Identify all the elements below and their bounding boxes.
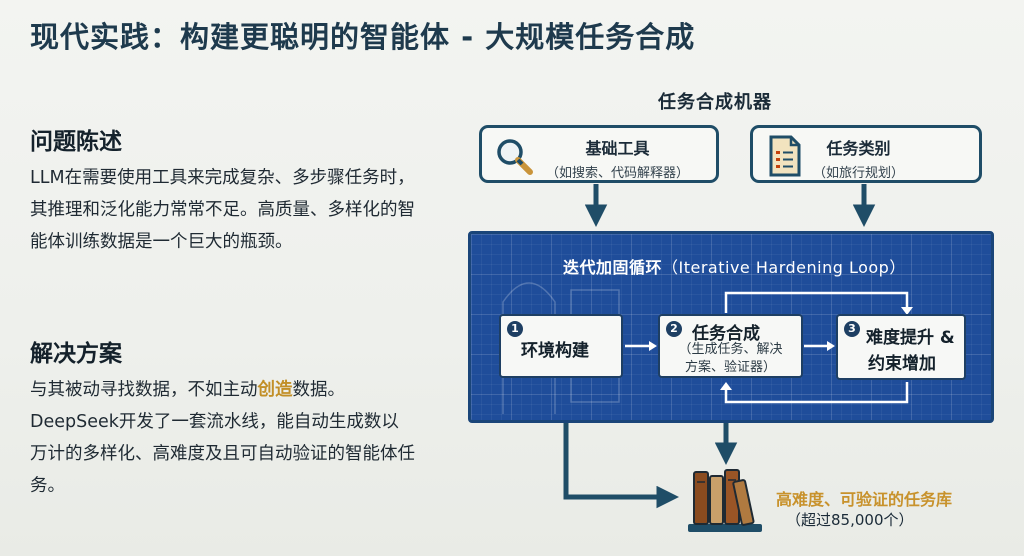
problem-text: LLM在需要使用工具来完成复杂、多步骤任务时，其推理和泛化能力常常不足。高质量、… xyxy=(30,168,415,252)
machine-title: 任务合成机器 xyxy=(658,92,772,113)
magnifier-icon xyxy=(492,134,536,182)
iterative-hardening-loop: 迭代加固循环（Iterative Hardening Loop） 1 环境构建 … xyxy=(468,231,994,423)
solution-heading: 解决方案 xyxy=(30,341,122,367)
solution-text-before: 与其被动寻找数据，不如主动 xyxy=(30,380,258,400)
slide-title: 现代实践：构建更聪明的智能体 - 大规模任务合成 xyxy=(30,20,696,54)
step-number: 3 xyxy=(844,321,860,337)
step-number: 1 xyxy=(507,321,523,337)
loop-title: 迭代加固循环（Iterative Hardening Loop） xyxy=(563,254,906,278)
step-label: 任务合成 xyxy=(692,324,760,344)
step-subtitle: （生成任务、解决 方案、验证器） xyxy=(660,341,801,377)
output-label: 高难度、可验证的任务库 xyxy=(776,490,953,509)
step-label-line2: 约束增加 xyxy=(868,354,936,374)
input-tools-subtitle: （如搜索、代码解释器） xyxy=(546,166,690,181)
output-count: （超过85,000个） xyxy=(786,511,914,529)
problem-heading: 问题陈述 xyxy=(30,129,122,155)
solution-text-after: 数据。DeepSeek开发了一套流水线，能自动生成数以万计的多样化、高难度及且可… xyxy=(30,380,415,496)
step-label: 环境构建 xyxy=(521,341,589,361)
step-task-synthesis: 2 任务合成 （生成任务、解决 方案、验证器） xyxy=(658,314,803,378)
input-category-title: 任务类别 xyxy=(826,139,891,158)
step-difficulty-constraints: 3 难度提升 & 约束增加 xyxy=(836,314,966,380)
step-label-line1: 难度提升 & xyxy=(866,328,955,348)
loop-title-en: （Iterative Hardening Loop） xyxy=(662,258,906,277)
input-tools-title: 基础工具 xyxy=(585,139,650,158)
books-icon xyxy=(680,462,770,546)
input-task-category: 任务类别 （如旅行规划） xyxy=(750,125,982,183)
step-environment-build: 1 环境构建 xyxy=(499,314,623,378)
input-basic-tools: 基础工具 （如搜索、代码解释器） xyxy=(479,125,719,183)
solution-text: 与其被动寻找数据，不如主动创造数据。DeepSeek开发了一套流水线，能自动生成… xyxy=(30,374,415,502)
document-list-icon xyxy=(763,134,807,182)
loop-title-zh: 迭代加固循环 xyxy=(563,258,663,277)
step-subtitle-line2: 方案、验证器） xyxy=(684,360,776,375)
step-subtitle-line1: （生成任务、解决 xyxy=(678,342,783,357)
solution-highlight: 创造 xyxy=(257,380,293,400)
input-category-subtitle: （如旅行规划） xyxy=(813,166,905,181)
step-number: 2 xyxy=(666,321,682,337)
